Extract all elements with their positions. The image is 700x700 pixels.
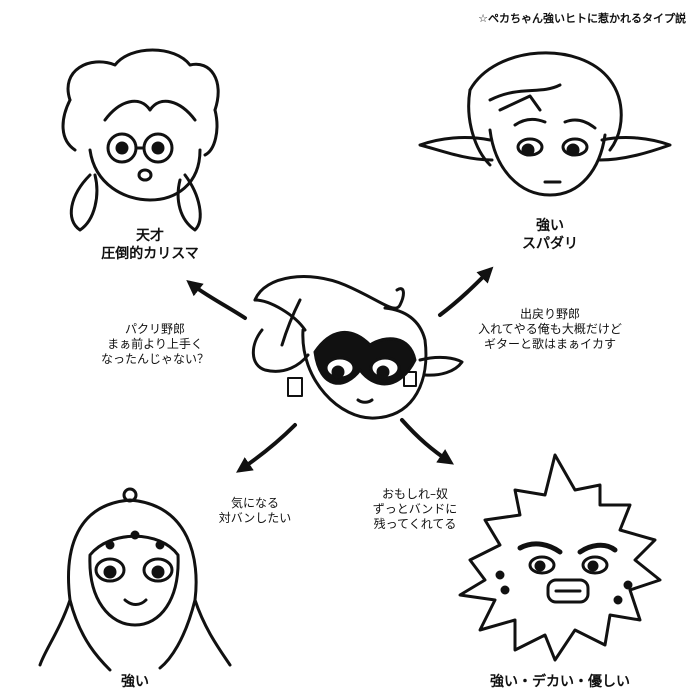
center-character [251,275,464,420]
edge-top-right-line-2: 入れてやる俺も大概だけど [478,322,622,336]
node-bottom-right-label: 強い・デカい・優しい [470,674,650,692]
node-top-left-line-1: 天才 [136,228,164,244]
edge-top-right-line-3: ギターと歌はまぁイカす [483,337,616,351]
edge-bottom-left-line-1: 気になる [230,496,279,510]
node-top-right-line-1: 強い [536,218,564,234]
tr-head [488,128,607,197]
tr-hair [468,51,623,152]
top-left-character [61,48,220,232]
br-spiky-outline [458,453,662,662]
node-bottom-right-line-1: 強い・デカい・優しい [490,674,630,690]
br-brow-right [577,542,618,555]
node-top-left-label: 天才 圧倒的カリスマ [80,228,220,263]
edge-top-left-line-3: なったんじゃない？ [100,352,209,366]
br-brow-left [517,541,563,555]
top-right-character [418,51,672,197]
edge-top-left-label: パクリ野郎 まぁ前より上手く なったんじゃない？ [80,322,230,367]
edge-bottom-left-line-2: 対バンしたい [218,511,292,525]
node-bottom-left-label: 強い [90,674,180,692]
edge-bottom-right-line-1: おもしれ–奴 [381,487,448,501]
arrow-to-top-right [438,266,494,317]
edge-top-right-line-1: 出戻り野郎 [519,307,580,321]
edge-bottom-right-line-3: 残ってくれてる [373,517,457,531]
bl-eye-right [142,557,174,583]
bl-eye-left [94,557,126,583]
center-earring-left [287,377,303,397]
bottom-left-character [38,487,232,672]
arrow-to-top-left [186,280,247,320]
center-tentacle-hair [253,275,405,310]
tr-ear-left [418,136,494,162]
edge-top-right-label: 出戻り野郎 入れてやる俺も大概だけど ギターと歌はまぁイカす [450,307,650,352]
arrows [186,266,494,473]
tl-tentacle-left [69,173,99,232]
node-top-right-line-2: スパダリ [522,235,578,252]
edge-bottom-left-label: 気になる 対バンしたい [205,496,305,526]
bl-hair-outline [38,498,232,667]
center-head-outline [301,306,428,420]
br-mouth [546,578,590,604]
node-bottom-left-line-1: 強い [121,674,149,690]
tl-hair-top [66,48,220,112]
center-earring-right [403,371,417,387]
bottom-right-character [458,453,662,662]
node-top-left-line-2: 圧倒的カリスマ [101,245,199,262]
arrow-to-bottom-left [236,423,297,473]
edge-top-left-line-2: まぁ前より上手く [107,337,203,351]
tr-ear-right [598,136,672,162]
tl-head [88,148,202,202]
arrow-to-bottom-right [400,418,454,465]
center-ear-right [418,355,464,377]
node-top-right-label: 強い スパダリ [480,218,620,253]
diagram-title: ☆ペカちゃん強いヒトに惹かれるタイプ説 [478,12,686,25]
edge-bottom-right-line-2: ずっとバンドに [372,502,458,516]
edge-top-left-line-1: パクリ野郎 [124,322,185,336]
tl-tentacle-right [176,173,202,232]
edge-bottom-right-label: おもしれ–奴 ずっとバンドに 残ってくれてる [345,487,485,532]
